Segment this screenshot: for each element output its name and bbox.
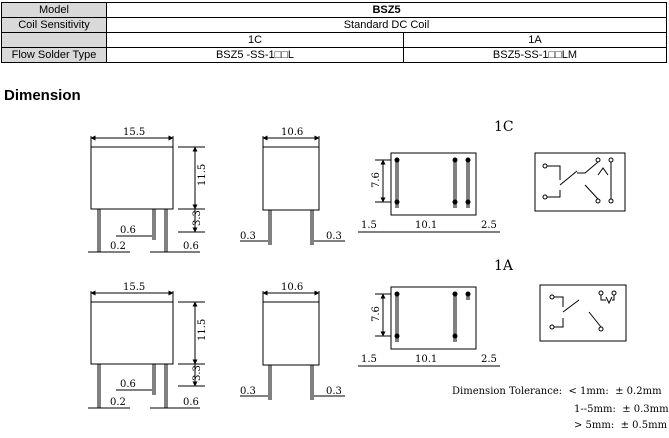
pin-width-right-1a: 0.6 xyxy=(183,397,199,408)
tolerance-row3-value: ± 0.5mm xyxy=(620,420,668,431)
side-view-1c-labels: 10.6 0.3 0.3 xyxy=(240,127,342,242)
front-width-1c: 15.5 xyxy=(123,127,145,138)
side-view-1a xyxy=(240,290,345,400)
pcb-height-1a: 7.6 xyxy=(371,306,382,322)
tolerance-label: Dimension Tolerance: xyxy=(452,386,563,397)
pcb-right-1c: 2.5 xyxy=(481,220,497,231)
pin-width-left-1c: 0.2 xyxy=(110,241,126,252)
front-view-1a-labels: 15.5 11.5 3.3 0.6 0.2 0.6 xyxy=(110,282,208,408)
pin-length-1a: 3.3 xyxy=(192,365,203,381)
side-width-1a: 10.6 xyxy=(281,282,303,293)
tolerance-row-3: > 5mm: ± 0.5mm xyxy=(574,420,667,431)
solder-1c: BSZ5 -SS-1□□L xyxy=(106,47,404,63)
tolerance-row2-value: ± 0.3mm xyxy=(622,404,669,415)
tolerance-row2-range: 1--5mm: xyxy=(574,404,616,415)
side-view-1c xyxy=(240,135,345,245)
tolerance-row1-range: < 1mm: xyxy=(568,386,609,397)
schematic-1c xyxy=(534,152,626,212)
pin-gap-1a: 0.6 xyxy=(120,379,136,390)
front-view-1a xyxy=(88,290,205,409)
front-width-1a: 15.5 xyxy=(123,282,145,293)
title-1a: 1A xyxy=(494,258,514,274)
model-label: Model xyxy=(1,2,107,18)
side-pin-right-1a: 0.3 xyxy=(326,386,342,397)
solder-1a: BSZ5-SS-1□□LM xyxy=(403,47,667,63)
side-pin-left-1a: 0.3 xyxy=(240,386,256,397)
side-pin-left-1c: 0.3 xyxy=(240,231,256,242)
pcb-1a-pads xyxy=(394,291,471,339)
side-view-1a-labels: 10.6 0.3 0.3 xyxy=(240,282,342,397)
pcb-layout-1a-labels: 7.6 1.5 10.1 2.5 xyxy=(361,306,497,365)
front-height-1a: 11.5 xyxy=(197,319,208,341)
spec-table: Model BSZ5 Coil Sensitivity Standard DC … xyxy=(1,2,667,63)
pcb-1c-pads xyxy=(394,157,471,205)
schematic-1a xyxy=(539,284,627,342)
front-height-1c: 11.5 xyxy=(197,164,208,186)
tolerance-row1-value: ± 0.2mm xyxy=(615,386,662,397)
pcb-left-1a: 1.5 xyxy=(361,354,377,365)
pin-width-right-1c: 0.6 xyxy=(183,241,199,252)
tolerance-row-2: 1--5mm: ± 0.3mm xyxy=(574,404,669,415)
side-width-1c: 10.6 xyxy=(281,127,303,138)
section-title: Dimension xyxy=(4,87,81,104)
side-pin-right-1c: 0.3 xyxy=(326,231,342,242)
title-1c: 1C xyxy=(494,119,514,135)
pin-length-1c: 3.3 xyxy=(192,210,203,226)
pcb-middle-1c: 10.1 xyxy=(415,220,437,231)
pcb-layout-1c-labels: 7.6 1.5 10.1 2.5 xyxy=(361,172,497,231)
pcb-left-1c: 1.5 xyxy=(361,220,377,231)
pcb-middle-1a: 10.1 xyxy=(415,354,437,365)
tolerance-row3-range: > 5mm: xyxy=(574,420,615,431)
solder-label: Flow Solder Type xyxy=(1,47,107,63)
front-view-1c-labels: 15.5 11.5 3.3 0.6 0.2 0.6 xyxy=(110,127,208,252)
pin-gap-1c: 0.6 xyxy=(120,225,136,236)
tolerance-row-1: Dimension Tolerance: < 1mm: ± 0.2mm xyxy=(452,386,662,397)
front-view-1c xyxy=(88,135,205,253)
pin-width-left-1a: 0.2 xyxy=(110,397,126,408)
pcb-right-1a: 2.5 xyxy=(481,354,497,365)
pcb-height-1c: 7.6 xyxy=(371,172,382,188)
